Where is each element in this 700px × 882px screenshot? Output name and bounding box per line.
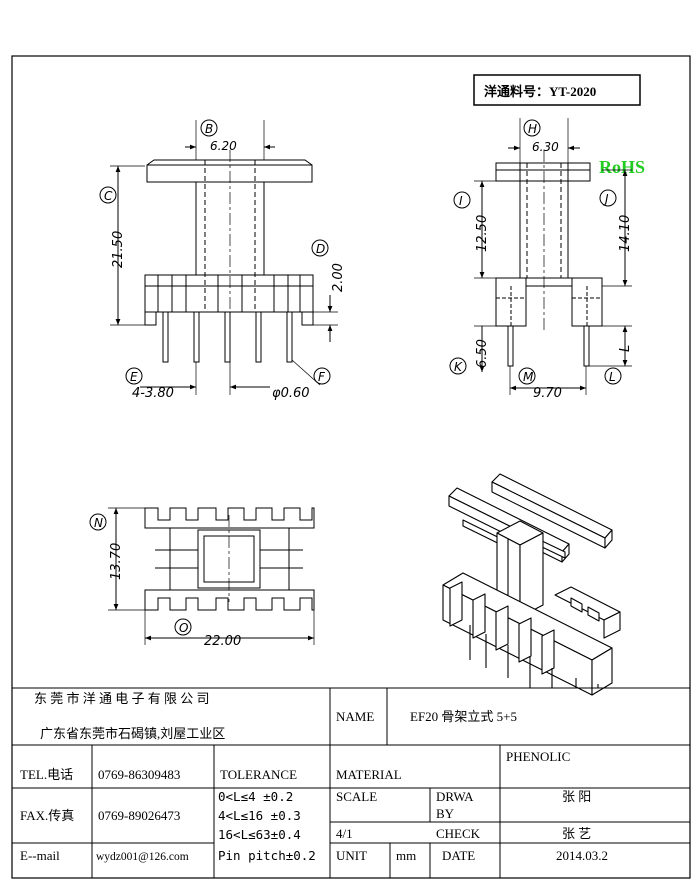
dim-d-label: D — [316, 242, 325, 256]
tolerance-row-1: 0<L≤4 ±0.2 — [218, 789, 293, 804]
tolerance-label: TOLERANCE — [220, 767, 297, 782]
drawn-label-2: BY — [436, 806, 455, 821]
part-number-box — [473, 74, 641, 106]
dim-i-value: 12.50 — [475, 215, 490, 252]
dim-l-label: L — [609, 370, 616, 384]
title-block — [12, 687, 690, 878]
dim-b-value: 6.20 — [210, 139, 237, 153]
fax-value: 0769-89026473 — [98, 808, 180, 823]
tolerance-row-2: 4<L≤16 ±0.3 — [218, 808, 301, 823]
fax-label: FAX.传真 — [20, 808, 74, 823]
dim-h-label: H — [528, 122, 537, 136]
tel-label: TEL.电话 — [20, 767, 73, 782]
dim-f-value: φ0.60 — [272, 386, 310, 401]
dim-d-value: 2.00 — [331, 263, 346, 292]
dim-m-label: M — [523, 370, 534, 384]
check-value: 张 艺 — [562, 826, 591, 841]
scale-label: SCALE — [336, 789, 377, 804]
date-value: 2014.03.2 — [556, 848, 608, 863]
sheet-border — [11, 55, 691, 879]
date-label: DATE — [442, 848, 475, 863]
name-value: EF20 骨架立式 5+5 — [410, 709, 517, 724]
email-value: wydz001@126.com — [96, 851, 189, 863]
drawn-label-1: DRWA — [436, 789, 474, 804]
dim-e-value: 4-3.80 — [132, 386, 174, 401]
dim-f-label: F — [318, 370, 326, 384]
company-address: 广东省东莞市石碣镇,刘屋工业区 — [40, 726, 225, 741]
company-name: 东 莞 市 洋 通 电 子 有 限 公 司 — [34, 691, 210, 706]
dim-o-label: O — [179, 621, 188, 635]
scale-value: 4/1 — [336, 826, 353, 841]
dim-j-value: 14.10 — [618, 215, 633, 252]
dim-j-label: J — [603, 192, 609, 206]
email-label: E--mail — [20, 848, 60, 863]
bottom-view — [89, 507, 315, 645]
dim-m-value: 9.70 — [533, 386, 562, 401]
front-view — [99, 119, 338, 395]
dim-l-value: L — [618, 345, 633, 352]
check-label: CHECK — [436, 826, 481, 841]
tel-value: 0769-86309483 — [98, 767, 180, 782]
dim-e-label: E — [130, 370, 138, 384]
tolerance-row-3: 16<L≤63±0.4 — [218, 827, 301, 842]
material-label: MATERIAL — [336, 767, 402, 782]
rohs-mark: RoHS — [599, 157, 645, 177]
tolerance-row-4: Pin pitch±0.2 — [218, 848, 316, 863]
side-view — [449, 118, 632, 395]
dim-h-value: 6.30 — [532, 140, 559, 154]
drawn-value: 张 阳 — [562, 789, 591, 804]
dim-k-label: K — [454, 360, 463, 374]
unit-label: UNIT — [336, 848, 367, 863]
material-value: PHENOLIC — [506, 749, 570, 764]
part-number: 洋通料号：YT-2020 — [484, 84, 596, 99]
dim-b-label: B — [205, 122, 213, 136]
dim-c-value: 21.50 — [111, 231, 126, 268]
dim-o-value: 22.00 — [204, 634, 241, 649]
isometric-view — [442, 473, 621, 696]
dim-n-value: 13.70 — [109, 543, 124, 580]
name-label: NAME — [336, 709, 374, 724]
dim-c-label: C — [104, 189, 113, 203]
dim-i-label: I — [459, 194, 463, 208]
dim-k-value: 6.50 — [475, 339, 490, 368]
unit-value: mm — [396, 848, 416, 863]
dim-n-label: N — [94, 516, 103, 530]
